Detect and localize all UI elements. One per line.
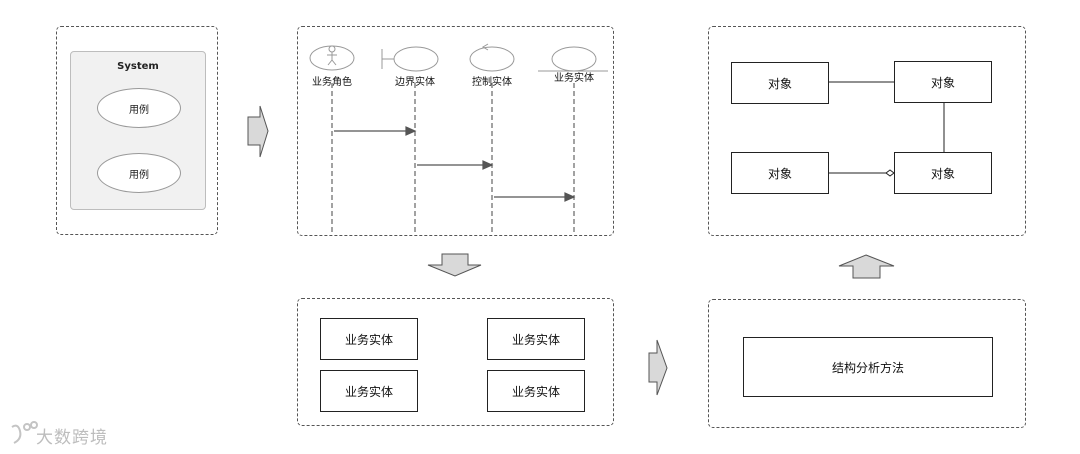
object-box: 对象: [894, 152, 992, 194]
lifeline-label-entity: 业务实体: [554, 73, 594, 84]
right-arrow-icon: [648, 339, 668, 396]
lifeline-label-control: 控制实体: [472, 77, 512, 88]
system-label: System: [117, 61, 159, 72]
control-icon: [469, 43, 515, 72]
usecase-ellipse: 用例: [97, 153, 181, 193]
lifelines: [331, 83, 575, 235]
entity-icon: [538, 46, 608, 72]
usecase-panel: System 用例 用例: [56, 26, 218, 235]
object-box: 对象: [894, 61, 992, 103]
watermark-text: 大数跨境: [36, 428, 108, 448]
lifeline-label-boundary: 边界实体: [395, 77, 435, 88]
object-box: 对象: [731, 62, 829, 104]
lifeline-label-business-role: 业务角色: [312, 77, 352, 88]
sequence-diagram: [309, 43, 608, 235]
usecase-ellipse: 用例: [97, 88, 181, 128]
method-box: 结构分析方法: [743, 337, 993, 397]
objects-panel: 对象 对象 对象 对象: [708, 26, 1026, 236]
entity-box: 业务实体: [320, 318, 418, 360]
system-boundary: System 用例 用例: [70, 51, 206, 210]
sequence-panel: 业务角色 边界实体 控制实体 业务实体: [297, 26, 614, 236]
boundary-icon: [381, 46, 439, 72]
right-arrow-icon: [247, 105, 269, 158]
entity-box: 业务实体: [487, 318, 585, 360]
entity-box: 业务实体: [320, 370, 418, 412]
messages: [334, 126, 576, 202]
up-arrow-icon: [838, 254, 895, 279]
entities-panel: 业务实体 业务实体 业务实体 业务实体: [297, 298, 614, 426]
entity-box: 业务实体: [487, 370, 585, 412]
business-actor-icon: [309, 45, 355, 71]
object-box: 对象: [731, 152, 829, 194]
down-arrow-icon: [427, 253, 482, 277]
method-panel: 结构分析方法: [708, 299, 1026, 428]
